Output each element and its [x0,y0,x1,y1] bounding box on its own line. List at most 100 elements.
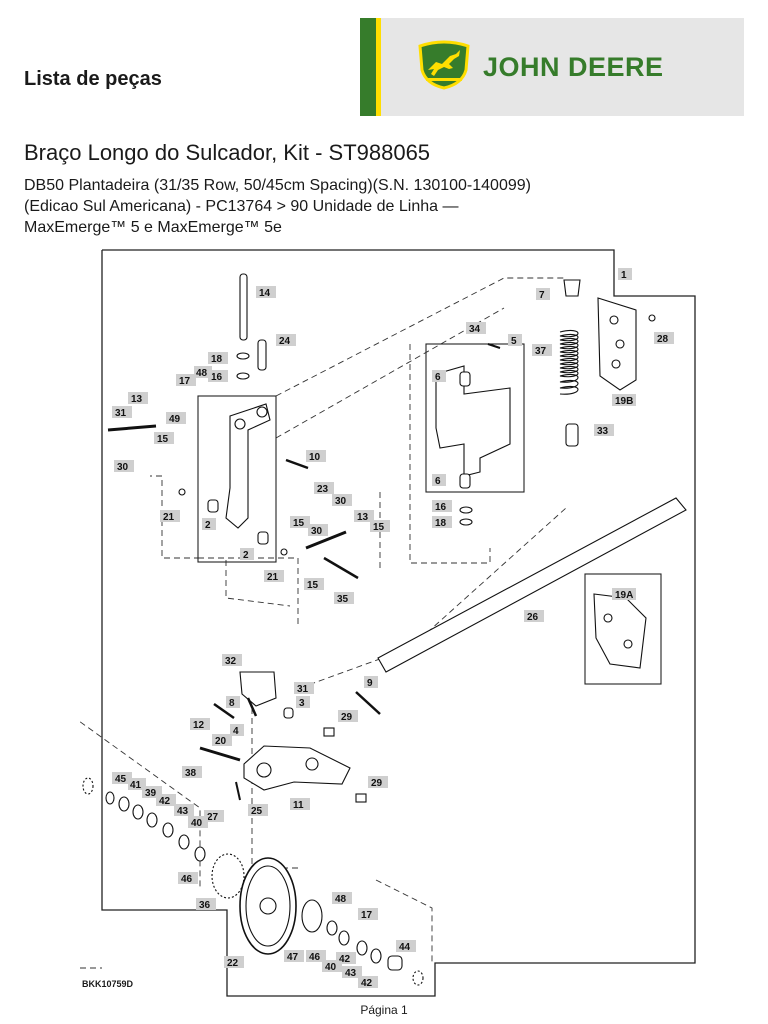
callout-label-5: 5 [508,334,522,347]
callout-label-31b: 31 [294,682,314,695]
plate-detail-box [584,573,662,685]
callout-label-28: 28 [654,332,674,345]
callout-label-19B: 19B [612,394,636,407]
svg-text:17: 17 [179,376,191,387]
callout-label-22: 22 [224,956,244,969]
callout-label-27: 27 [204,810,224,823]
svg-text:42: 42 [159,796,171,807]
svg-text:22: 22 [227,958,239,969]
callout-label-42b: 42 [336,952,356,965]
callout-label-41: 41 [128,778,146,791]
svg-text:40: 40 [325,962,337,973]
svg-text:35: 35 [337,594,349,605]
svg-text:4: 4 [233,726,239,737]
callout-label-20: 20 [212,734,232,747]
callout-label-1: 1 [618,268,632,281]
svg-text:29: 29 [341,712,353,723]
callout-label-14: 14 [256,286,276,299]
arm-group-box [425,343,525,493]
callout-label-7: 7 [536,288,550,301]
callout-label-35: 35 [334,592,354,605]
svg-text:15: 15 [373,522,385,533]
callout-label-42c: 42 [358,976,378,989]
callout-label-13b: 13 [354,510,374,523]
callout-label-19A: 19A [612,588,636,601]
svg-text:13: 13 [131,394,143,405]
page-number: Página 1 [360,1003,408,1017]
svg-text:18: 18 [211,354,223,365]
parts-exploded-diagram: 1 14 24 18 16 17 48 13 31 49 15 30 10 21… [80,249,696,997]
svg-text:11: 11 [293,800,304,811]
callout-label-15: 15 [154,432,174,445]
svg-text:37: 37 [535,346,547,357]
page-heading: Lista de peças [24,68,162,90]
svg-text:6: 6 [435,476,441,487]
svg-text:6: 6 [435,372,441,383]
svg-text:39: 39 [145,788,157,799]
callout-label-40: 40 [188,816,208,829]
callout-label-8: 8 [226,696,240,709]
svg-text:18: 18 [435,518,447,529]
svg-text:43: 43 [177,806,189,817]
callout-label-45: 45 [112,772,132,785]
leaping-deer-logo-icon [418,40,470,90]
callout-label-9: 9 [364,676,378,689]
callout-label-43b: 43 [342,966,362,979]
brand-stripe-yellow [376,18,381,116]
callout-label-47: 47 [284,950,304,963]
callout-labels: 1 14 24 18 16 17 48 13 31 49 15 30 10 21… [112,268,674,989]
callout-label-6: 6 [432,370,446,383]
callout-label-16: 16 [208,370,228,383]
svg-text:2: 2 [243,550,249,561]
svg-text:44: 44 [399,942,411,953]
svg-text:25: 25 [251,806,263,817]
svg-text:21: 21 [267,572,279,583]
callout-label-23: 23 [314,482,334,495]
callout-label-44: 44 [396,940,416,953]
callout-label-10: 10 [306,450,326,463]
callout-label-18: 18 [208,352,228,365]
svg-text:46: 46 [309,952,321,963]
svg-text:26: 26 [527,612,539,623]
svg-text:45: 45 [115,774,127,785]
svg-text:42: 42 [339,954,351,965]
callout-label-2b: 2 [240,548,254,561]
callout-label-15c: 15 [370,520,390,533]
callout-label-12: 12 [190,718,210,731]
callout-label-46: 46 [178,872,198,885]
svg-text:10: 10 [309,452,321,463]
svg-text:49: 49 [169,414,181,425]
svg-text:17: 17 [361,910,373,921]
svg-text:23: 23 [317,484,329,495]
callout-label-4: 4 [230,724,244,737]
svg-text:12: 12 [193,720,205,731]
svg-text:41: 41 [130,780,142,791]
svg-text:1: 1 [621,270,627,281]
callout-label-21b: 21 [264,570,284,583]
svg-text:36: 36 [199,900,211,911]
callout-label-34: 34 [466,322,486,335]
svg-text:43: 43 [345,968,357,979]
svg-text:9: 9 [367,678,373,689]
callout-label-16b: 16 [432,500,452,513]
callout-label-3: 3 [296,696,310,709]
callout-label-46b: 46 [306,950,326,963]
svg-text:30: 30 [117,462,129,473]
callout-label-31: 31 [112,406,132,419]
callout-label-15d: 15 [304,578,324,591]
svg-text:3: 3 [299,698,305,709]
svg-text:14: 14 [259,288,271,299]
svg-text:46: 46 [181,874,193,885]
svg-text:7: 7 [539,290,545,301]
svg-text:19A: 19A [615,590,633,601]
svg-text:20: 20 [215,736,227,747]
svg-text:15: 15 [157,434,169,445]
svg-text:5: 5 [511,336,517,347]
svg-text:15: 15 [307,580,319,591]
svg-text:15: 15 [293,518,305,529]
svg-text:48: 48 [196,368,208,379]
callout-label-42: 42 [156,794,176,807]
svg-text:24: 24 [279,336,291,347]
svg-text:34: 34 [469,324,481,335]
callout-label-26: 26 [524,610,544,623]
